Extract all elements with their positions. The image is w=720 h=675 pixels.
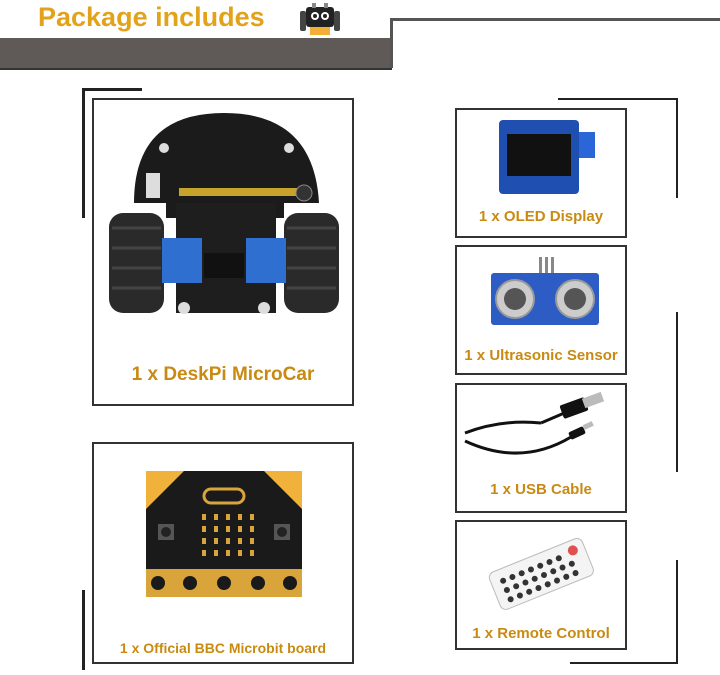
ultrasonic-image [489,257,601,329]
accent-line [676,312,678,472]
card-microbit: 1 x Official BBC Microbit board [92,442,354,664]
usb-cable-image [461,389,625,469]
robot-car-icon [298,3,342,39]
header-divider-vertical [390,18,393,68]
label-ultrasonic: 1 x Ultrasonic Sensor [464,347,618,364]
accent-line [82,88,85,218]
header-underline [0,68,392,70]
accent-line [558,98,678,100]
card-ultrasonic: 1 x Ultrasonic Sensor [455,245,627,375]
oled-image [497,114,597,196]
remote-control-image [481,534,601,612]
card-microcar: 1 x DeskPi MicroCar [92,98,354,406]
page-title: Package includes [38,2,265,32]
label-microcar: 1 x DeskPi MicroCar [131,364,315,385]
microcar-image [104,108,344,328]
card-usb: 1 x USB Cable [455,383,627,513]
accent-line [676,98,678,198]
header-band [0,38,392,68]
accent-line [82,590,85,670]
label-remote: 1 x Remote Control [472,625,610,642]
label-oled: 1 x OLED Display [478,208,604,225]
accent-line [570,662,678,664]
header-divider [392,18,720,21]
card-oled: 1 x OLED Display [455,108,627,238]
microbit-image [144,469,304,599]
label-microbit: 1 x Official BBC Microbit board [119,640,327,656]
accent-line [676,560,678,664]
label-usb: 1 x USB Cable [490,481,592,498]
card-remote: 1 x Remote Control [455,520,627,650]
accent-line [82,88,142,91]
